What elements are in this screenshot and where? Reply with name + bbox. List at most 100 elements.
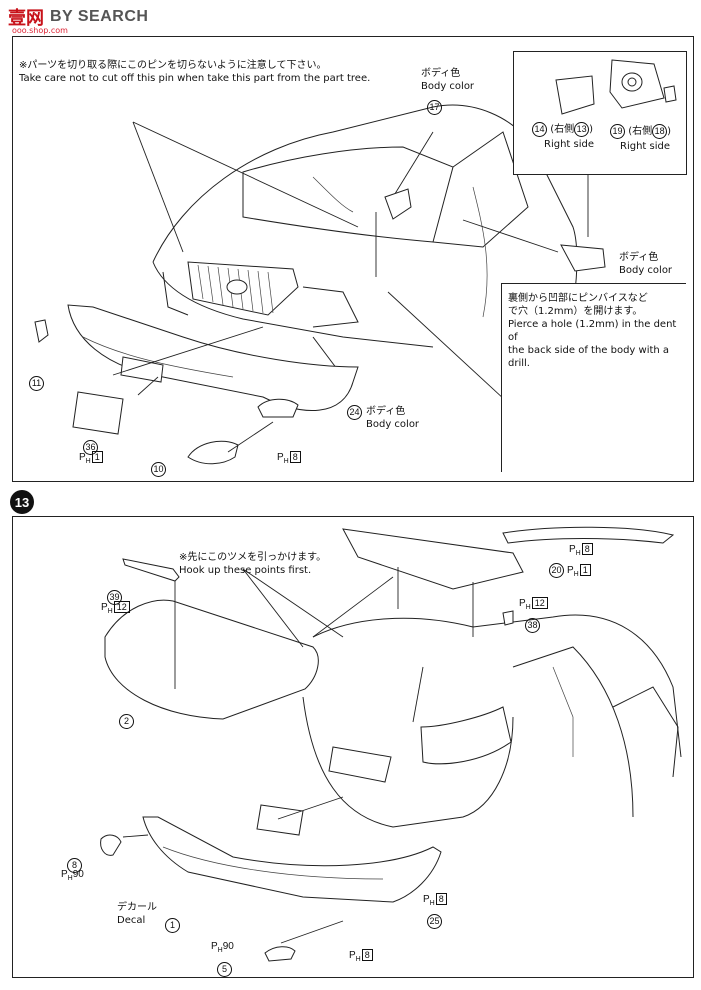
logo-url-text: ooo.shop.com bbox=[12, 26, 68, 35]
pin-note-en: Take care not to cut off this pin when t… bbox=[19, 73, 371, 84]
drill-note-jp-2: で穴（1.2mm）を開けます。 bbox=[508, 306, 643, 317]
drill-note-jp-1: 裏側から凹部にピンバイスなど bbox=[508, 293, 648, 304]
drill-note-en-1: Pierce a hole (1.2mm) in the dent of bbox=[508, 319, 677, 343]
part-number-14: 14 bbox=[532, 122, 547, 137]
part-number-25: 25 bbox=[427, 914, 442, 929]
part-number-5: 5 bbox=[217, 962, 232, 977]
ph-spoiler-p: P bbox=[569, 544, 576, 555]
pin-note: ※パーツを切り取る際にこのピンを切らないように注意して下さい。 Take car… bbox=[19, 59, 370, 85]
part-2-marker: 2 bbox=[119, 709, 134, 729]
part-number-24: 24 bbox=[347, 405, 362, 420]
ph-38-p: P bbox=[519, 598, 526, 609]
ph-20-p: P bbox=[567, 564, 574, 576]
part-14-right-side: Right side bbox=[544, 139, 594, 150]
mirror-color-label: ボディ色 Body color bbox=[619, 251, 672, 277]
ph-36-num: 1 bbox=[91, 451, 103, 463]
ph-5-p: P bbox=[211, 941, 218, 952]
part-5-marker: 5 bbox=[217, 957, 232, 977]
part-25-marker: 25 bbox=[427, 909, 442, 929]
logo-cn-text: 壹网 bbox=[8, 8, 44, 29]
ph-spoiler-h: H bbox=[575, 550, 581, 557]
mirror-base-color-en: Body color bbox=[421, 81, 475, 92]
part-1-marker: 1 bbox=[165, 913, 180, 933]
part-number-18-ref: 18 bbox=[652, 124, 668, 139]
ph-10-h: H bbox=[283, 458, 289, 465]
ph-5-num: 90 bbox=[222, 941, 234, 952]
ph-25-num: 8 bbox=[435, 893, 447, 905]
part-number-8: 8 bbox=[67, 858, 82, 873]
mirror-base-color-jp: ボディ色 bbox=[421, 68, 461, 79]
part-number-13-ref: 13 bbox=[574, 122, 590, 137]
part-number-20: 20 bbox=[549, 563, 564, 578]
step13-drawing bbox=[100, 526, 682, 962]
step13-badge: 13 bbox=[10, 490, 34, 514]
hook-note-en: Hook up these points first. bbox=[179, 565, 312, 576]
mirror-color-jp: ボディ色 bbox=[619, 252, 659, 263]
ph-5-h: H bbox=[217, 947, 223, 954]
drill-detail: 裏側から凹部にピンバイスなど で穴（1.2mm）を開けます。 Pierce a … bbox=[501, 283, 686, 472]
ph-8-p: P bbox=[61, 869, 68, 880]
part-24-marker: 24 ボディ色 Body color bbox=[347, 405, 419, 431]
part-number-11: 11 bbox=[29, 376, 44, 391]
step12-panel: ※パーツを切り取る際にこのピンを切らないように注意して下さい。 Take car… bbox=[12, 36, 694, 482]
ph-39-p: P bbox=[101, 602, 108, 613]
ph-36-p: P bbox=[79, 452, 86, 463]
part-number-2: 2 bbox=[119, 714, 134, 729]
ph-20-num: 1 bbox=[579, 563, 591, 576]
ph-36-h: H bbox=[85, 458, 91, 465]
part-number-10: 10 bbox=[151, 462, 166, 477]
part-number-1: 1 bbox=[165, 918, 180, 933]
part-36-marker: 36 bbox=[83, 435, 98, 455]
part-11-marker: 11 bbox=[29, 371, 44, 391]
decal-label-jp: デカール bbox=[117, 902, 157, 913]
pin-note-jp: ※パーツを切り取る際にこのピンを切らないように注意して下さい。 bbox=[19, 60, 327, 71]
logo-brand-text: BY SEARCH bbox=[50, 8, 149, 25]
ph-10-num: 8 bbox=[289, 451, 301, 463]
part-number-38: 38 bbox=[525, 618, 540, 633]
part-number-36: 36 bbox=[83, 440, 98, 455]
ph-38-num: 12 bbox=[531, 597, 548, 609]
hook-note: ※先にこのツメを引っかけます。 Hook up these points fir… bbox=[179, 551, 326, 577]
part-19-right-side: Right side bbox=[620, 141, 670, 152]
ph-20-h: H bbox=[573, 570, 579, 578]
ph-spoiler-num: 8 bbox=[581, 543, 593, 555]
ph-fog-h: H bbox=[355, 956, 361, 963]
ph-39-h: H bbox=[107, 608, 113, 615]
ph-39-num: 12 bbox=[113, 601, 130, 613]
part-10-marker: 10 bbox=[151, 457, 166, 477]
ph-25-p: P bbox=[423, 894, 430, 905]
bumper-color-en: Body color bbox=[366, 419, 420, 430]
ph-fog-p: P bbox=[349, 950, 356, 961]
ph-10-p: P bbox=[277, 452, 284, 463]
part-number-19: 19 bbox=[610, 124, 625, 139]
drill-note: 裏側から凹部にピンバイスなど で穴（1.2mm）を開けます。 Pierce a … bbox=[508, 292, 686, 370]
bumper-color-label: ボディ色 Body color bbox=[366, 405, 419, 431]
part-19-sub: (右側 bbox=[628, 126, 653, 137]
decal-label-en: Decal bbox=[117, 915, 146, 926]
ph-8-h: H bbox=[67, 875, 73, 882]
part-8-runner: PH90 bbox=[61, 869, 84, 882]
site-logo: 壹网 BY SEARCH ooo.shop.com bbox=[8, 4, 149, 35]
part-17-marker: 17 bbox=[427, 95, 442, 115]
mirror-color-en: Body color bbox=[619, 265, 673, 276]
part-38-marker: 38 bbox=[525, 613, 540, 633]
part-14-sub: (右側 bbox=[550, 124, 575, 135]
ph-8-num: 90 bbox=[72, 869, 84, 880]
part-number-17: 17 bbox=[427, 100, 442, 115]
bumper-color-jp: ボディ色 bbox=[366, 406, 406, 417]
step13-panel: ※先にこのツメを引っかけます。 Hook up these points fir… bbox=[12, 516, 694, 978]
mirror-base-color-label: ボディ色 Body color bbox=[421, 67, 474, 93]
part-5-runner: PH90 bbox=[211, 941, 234, 954]
